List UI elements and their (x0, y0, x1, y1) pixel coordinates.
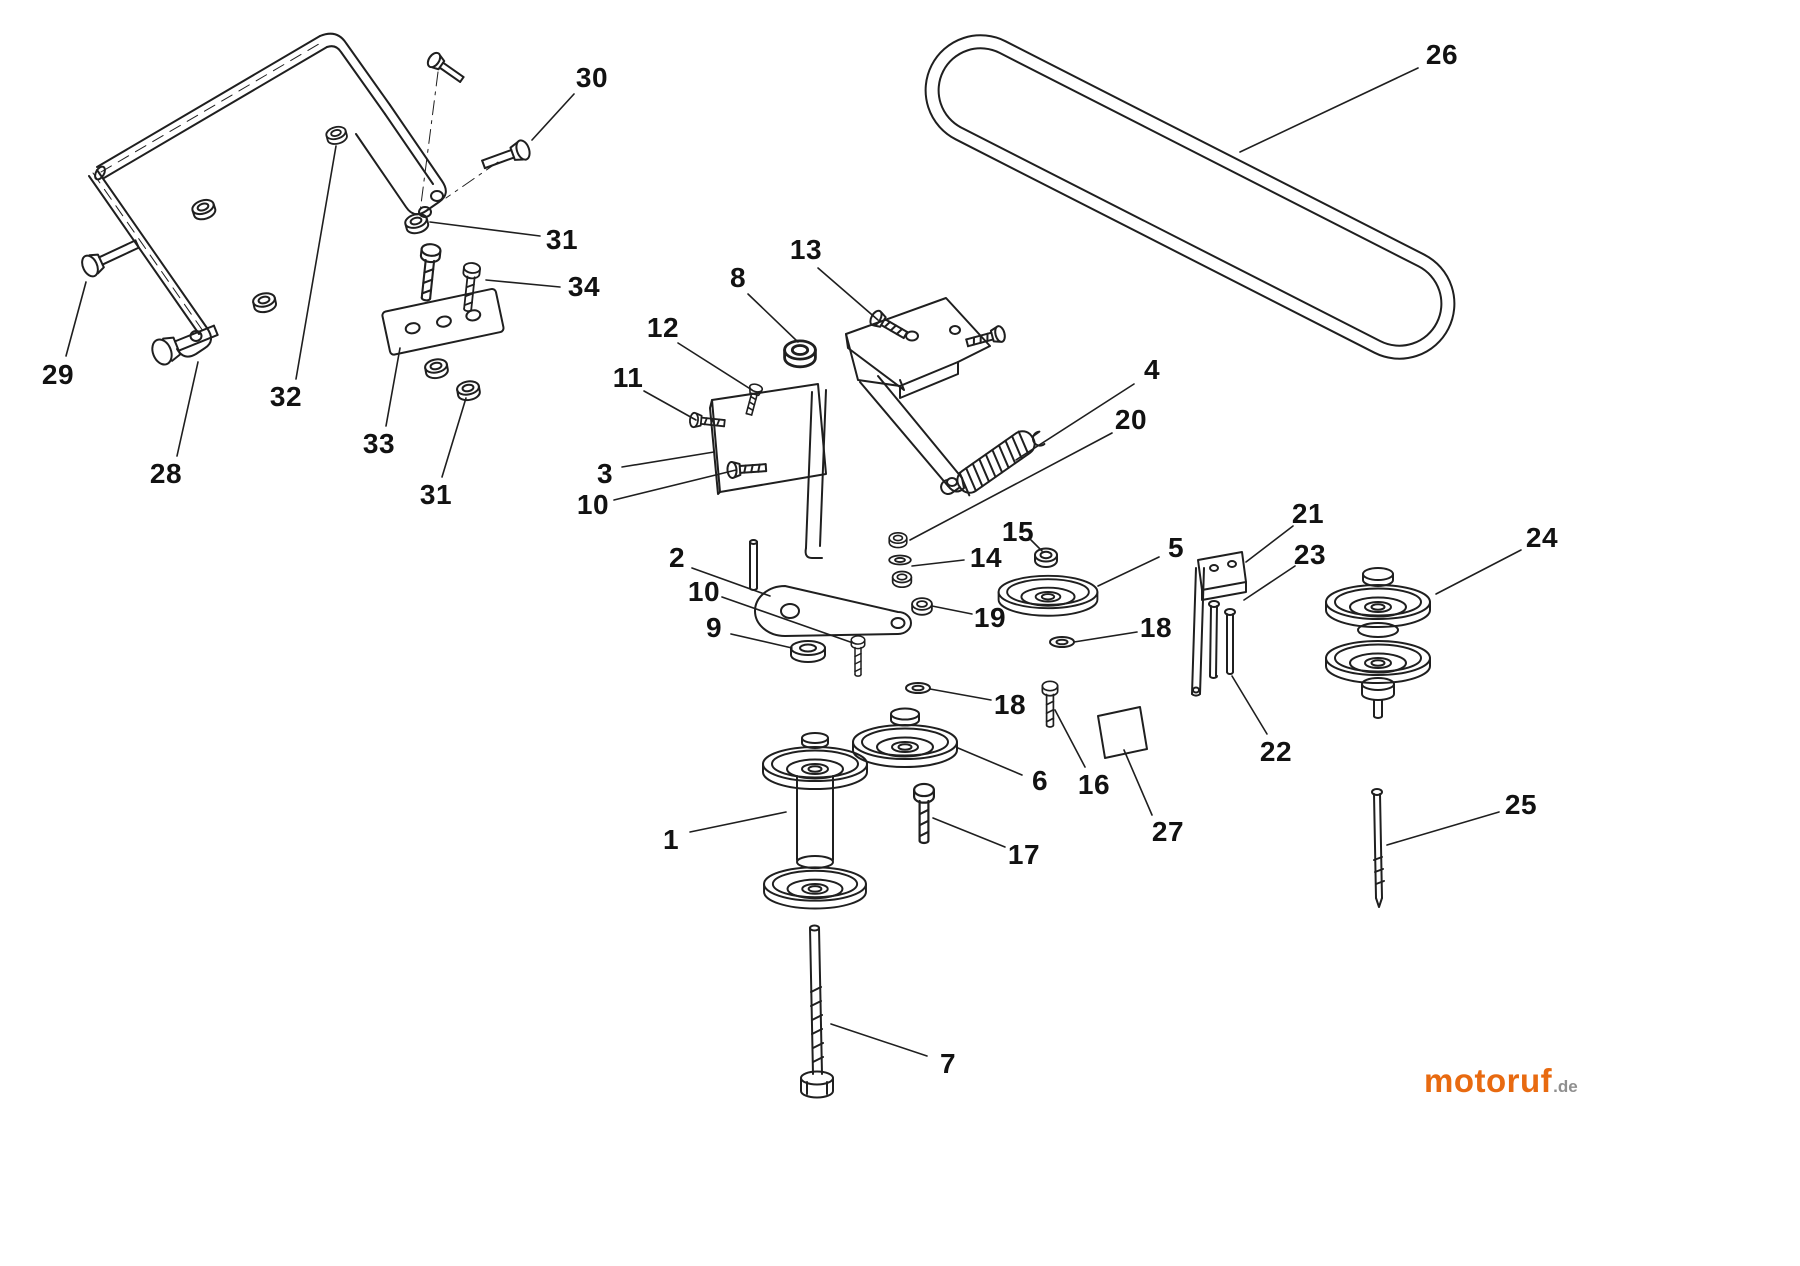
drive-belt (924, 34, 1456, 360)
callout-26: 26 (1425, 39, 1459, 70)
callout-27: 27 (1151, 816, 1185, 847)
callout-29: 29 (41, 359, 75, 390)
callout-25: 25 (1504, 789, 1538, 820)
logo-brand-text: motoruf (1424, 1062, 1553, 1099)
callout-11: 11 (612, 362, 644, 393)
carriage-bolt-29 (81, 239, 140, 278)
tension-spring (940, 430, 1046, 497)
watermark-logo: motoruf.de (1424, 1062, 1578, 1100)
callout-32: 32 (269, 381, 303, 412)
callout-14: 14 (969, 542, 1003, 573)
callout-28: 28 (149, 458, 183, 489)
callout-1: 1 (662, 824, 680, 855)
callout-33: 33 (362, 428, 396, 459)
plate-33-assembly (381, 242, 505, 403)
callout-9: 9 (705, 612, 723, 643)
idler-pulley-6 (852, 682, 958, 845)
callout-21: 21 (1291, 498, 1325, 529)
callout-3: 3 (596, 458, 614, 489)
callout-8: 8 (729, 262, 747, 293)
decal-27 (1097, 706, 1148, 759)
callout-4: 4 (1143, 354, 1161, 385)
cable-bracket (1191, 551, 1247, 697)
double-pulley (1325, 567, 1431, 719)
callout-13: 13 (789, 234, 823, 265)
callout-7: 7 (939, 1048, 957, 1079)
callout-23: 23 (1293, 539, 1327, 570)
callout-17: 17 (1007, 839, 1041, 870)
frame-hardware (81, 51, 531, 366)
callout-19: 19 (973, 602, 1007, 633)
callout-20: 20 (1114, 404, 1148, 435)
callout-30: 30 (575, 62, 609, 93)
callout-6: 6 (1031, 765, 1049, 796)
bolt-30 (481, 139, 531, 170)
spacer-pulley-spool (762, 732, 868, 910)
fastener-stack-14-20 (888, 531, 913, 589)
callout-16: 16 (1077, 769, 1111, 800)
callout-24: 24 (1525, 522, 1559, 553)
callout-18: 18 (1139, 612, 1173, 643)
bolt-top (426, 51, 465, 83)
support-frame (88, 32, 447, 358)
callout-22: 22 (1259, 736, 1293, 767)
long-bolt-25 (1371, 788, 1385, 908)
callout-15: 15 (1001, 516, 1035, 547)
callout-10: 10 (687, 576, 721, 607)
callout-5: 5 (1167, 532, 1185, 563)
callout-31: 31 (419, 479, 453, 510)
long-bolt-7 (800, 924, 834, 1099)
callout-18: 18 (993, 689, 1027, 720)
callout-2: 2 (668, 542, 686, 573)
callout-leader-lines (65, 67, 1522, 1057)
idler-arm (754, 585, 933, 677)
logo-tld-text: .de (1553, 1077, 1578, 1096)
callout-10: 10 (576, 489, 610, 520)
callout-12: 12 (646, 312, 680, 343)
shoulder-bolt-28 (151, 324, 219, 366)
mount-bracket (688, 297, 1008, 591)
callout-34: 34 (567, 271, 601, 302)
callout-31: 31 (545, 224, 579, 255)
